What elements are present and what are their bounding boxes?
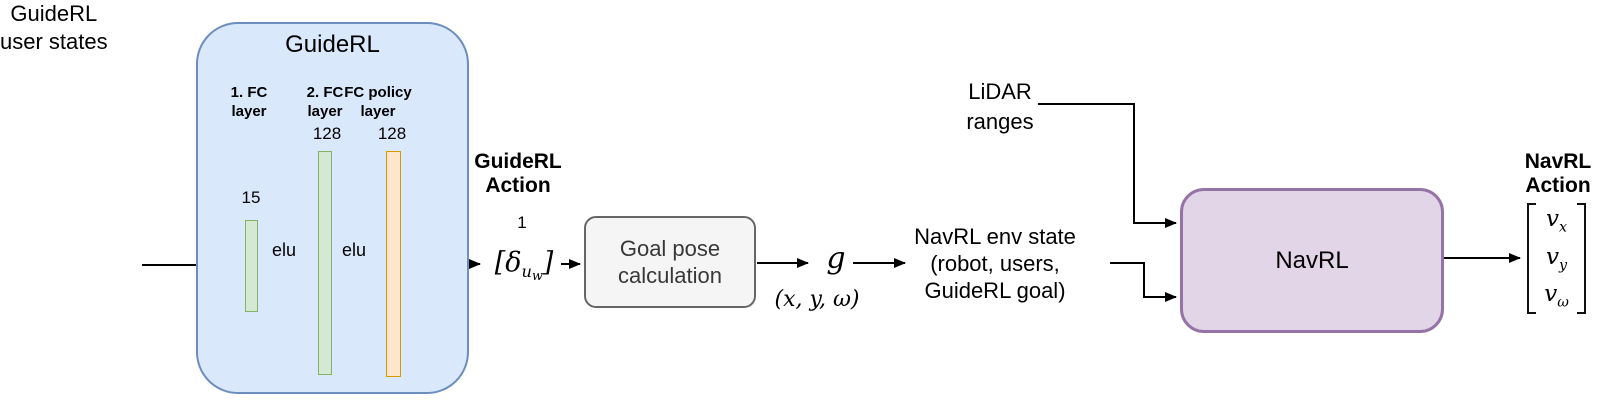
navrl-box-label: NavRL <box>1275 246 1349 274</box>
vector-bracket-right <box>1577 203 1586 314</box>
goal-pose-calculation-box: Goal pose calculation <box>584 216 756 308</box>
connector-lidar-to-navrl <box>1038 103 1177 228</box>
vector-row-vx: vx <box>1546 206 1567 236</box>
delta-subscript: uw <box>521 262 543 284</box>
guiderl-action-title: GuideRL Action <box>474 150 562 197</box>
guiderl-action-dim-label: 1 <box>517 213 527 232</box>
delta-sub-u: u <box>521 262 532 282</box>
delta-bracket-close: ] <box>542 247 554 278</box>
fc-policy-layer-label: FC policy layer <box>344 84 412 120</box>
vector-row-vy: vy <box>1546 244 1567 274</box>
fc2-units-label: 128 <box>312 124 342 143</box>
connector-envstate-to-navrl <box>1110 262 1177 302</box>
goal-pose-calculation-label: Goal pose calculation <box>618 236 722 288</box>
goal-symbol-g: g <box>826 241 846 276</box>
vector-rows: vx vy vω <box>1536 206 1577 311</box>
fc2-layer-bar <box>318 151 332 375</box>
lidar-ranges-label: LiDAR ranges <box>966 79 1034 134</box>
fc-policy-layer-bar <box>386 151 401 377</box>
vector-bracket-left <box>1527 203 1536 314</box>
fc-policy-units-label: 128 <box>377 124 407 143</box>
delta-bracket-open: [ <box>494 247 506 278</box>
navrl-action-vector: vx vy vω <box>1527 203 1586 314</box>
delta-base: δ <box>505 247 522 278</box>
navrl-box: NavRL <box>1180 188 1444 333</box>
fc2-layer-label: 2. FC layer <box>306 84 344 120</box>
delta-sub-w: w <box>531 268 543 284</box>
vw-base: v <box>1544 281 1558 308</box>
guiderl-box-title: GuideRL <box>285 31 380 58</box>
vy-base: v <box>1545 243 1559 270</box>
navrl-action-title: NavRL Action <box>1524 150 1592 197</box>
elu-activation-label-1: elu <box>271 240 297 260</box>
navrl-env-state-label: NavRL env state (robot, users, GuideRL g… <box>914 224 1076 303</box>
vw-sub: ω <box>1557 295 1569 311</box>
guiderl-action-symbol: [δuw] <box>484 242 564 297</box>
fc1-units-label: 15 <box>241 188 261 207</box>
vy-sub: y <box>1558 257 1568 274</box>
goal-components-label: (x, y, ω) <box>774 287 860 312</box>
fc1-layer-label: 1. FC layer <box>230 84 268 120</box>
vx-base: v <box>1545 206 1559 232</box>
guiderl-user-states-label: GuideRL user states <box>0 1 108 54</box>
fc1-layer-bar <box>245 220 258 312</box>
elu-activation-label-2: elu <box>341 240 367 260</box>
guiderl-container-box <box>196 22 469 394</box>
vector-row-vw: vω <box>1544 281 1569 311</box>
vx-sub: x <box>1558 219 1568 236</box>
